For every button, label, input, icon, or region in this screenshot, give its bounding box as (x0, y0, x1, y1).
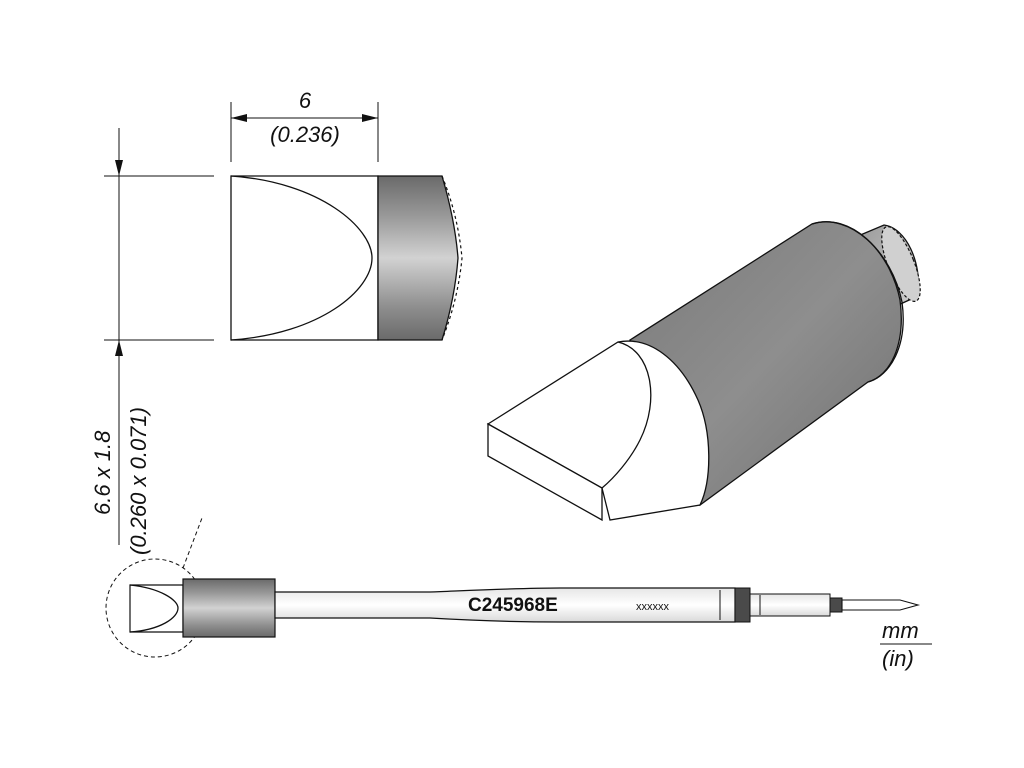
tip-shank (377, 175, 459, 341)
isometric-view (486, 221, 921, 522)
height-arrow-bottom (115, 340, 123, 356)
sensor-ring (829, 597, 843, 613)
sensor-tip (841, 599, 921, 611)
width-arrow-right (362, 114, 378, 122)
height-arrow-top (115, 160, 123, 176)
break-line (441, 175, 463, 341)
cylinder-rear-edge (811, 221, 904, 383)
side-tip-curve (129, 584, 179, 633)
width-in-label: (0.236) (270, 122, 340, 147)
side-shank (182, 578, 276, 638)
unit-in: (in) (882, 646, 914, 671)
tip-mm-label: 6.6 x 1.8 (90, 430, 115, 515)
side-tip-face (129, 584, 184, 633)
tip-bevel-curve (230, 175, 373, 341)
rear-stub-end (881, 225, 921, 303)
tip-face (230, 175, 379, 341)
sensor-section (749, 593, 831, 617)
code-mark: xxxxxx (636, 601, 670, 613)
tip-in-label: (0.260 x 0.071) (126, 407, 151, 555)
unit-mm: mm (882, 618, 919, 643)
part-number: C245968E (468, 595, 558, 616)
top-view: 6 (0.236) 6.6 x 1.8 (0.260 x 0.071) (90, 88, 463, 555)
contact-band (734, 587, 751, 623)
side-view: C245968E xxxxxx (105, 517, 921, 658)
bevel-curve (601, 341, 652, 489)
bevel-surface (486, 340, 710, 521)
width-mm-label: 6 (299, 88, 312, 113)
detail-leader (182, 517, 203, 569)
tip-flat-face (487, 422, 603, 522)
units-legend: mm (in) (880, 618, 932, 671)
width-arrow-left (231, 114, 247, 122)
